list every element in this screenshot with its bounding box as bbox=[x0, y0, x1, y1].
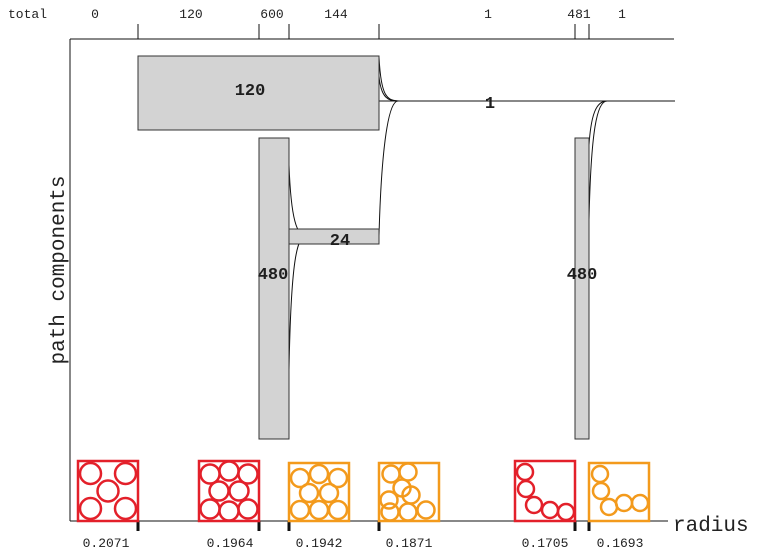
packing-frame bbox=[587, 461, 651, 523]
packing-circle bbox=[599, 497, 619, 517]
packing-circle bbox=[590, 464, 610, 484]
component-label: 120 bbox=[235, 82, 266, 101]
packing-circle bbox=[113, 461, 138, 486]
packing-circle bbox=[379, 490, 399, 510]
component-labels: 120 1 480 24 480 bbox=[235, 82, 598, 285]
y-axis-title: path components bbox=[48, 175, 71, 364]
packing-circle bbox=[515, 462, 535, 482]
packing-frame bbox=[513, 459, 577, 523]
x-tick-label: 0.1942 bbox=[296, 536, 343, 551]
x-tick-label: 0.1871 bbox=[386, 536, 433, 551]
connector-curve bbox=[378, 56, 401, 102]
packing-circle bbox=[524, 495, 544, 515]
packing-circle bbox=[289, 467, 311, 489]
connector-curve bbox=[588, 100, 608, 146]
packing-circle bbox=[298, 482, 320, 504]
packing-circle bbox=[591, 481, 611, 501]
connector-curve bbox=[288, 235, 307, 371]
packing-circle bbox=[96, 479, 120, 503]
packing-circle bbox=[416, 500, 436, 520]
connectors bbox=[288, 56, 675, 371]
packing-circle bbox=[218, 500, 240, 522]
packing-circle bbox=[630, 493, 650, 513]
packing-1 bbox=[197, 459, 261, 523]
x-tick-label: 0.1964 bbox=[207, 536, 254, 551]
packing-circle bbox=[614, 493, 634, 513]
packing-circle bbox=[516, 479, 536, 499]
component-bar bbox=[258, 137, 290, 440]
x-ticks bbox=[136, 521, 591, 531]
total-count: 600 bbox=[260, 7, 283, 22]
totals-row: total 0 120 600 144 1 481 1 bbox=[8, 7, 626, 22]
component-label: 1 bbox=[485, 95, 495, 114]
connector-curve bbox=[378, 75, 399, 102]
total-count: 1 bbox=[618, 7, 626, 22]
packing-circle bbox=[218, 460, 240, 482]
total-count: 144 bbox=[324, 7, 348, 22]
component-bar bbox=[137, 55, 380, 131]
connector-curve bbox=[378, 100, 399, 237]
component-label: 24 bbox=[330, 232, 350, 251]
packing-3 bbox=[377, 461, 441, 523]
packing-thumbnails bbox=[76, 459, 651, 523]
packing-circle bbox=[398, 462, 418, 482]
packing-5 bbox=[587, 461, 651, 523]
packing-circle bbox=[199, 498, 221, 520]
packing-circle bbox=[327, 467, 349, 489]
component-bars bbox=[137, 55, 590, 440]
packing-circle bbox=[113, 496, 138, 521]
connector-curve bbox=[288, 164, 307, 237]
frame bbox=[69, 24, 674, 522]
total-count: 1 bbox=[484, 7, 492, 22]
connector-curve bbox=[588, 100, 608, 221]
x-tick-label: 0.1693 bbox=[597, 536, 644, 551]
packing-circle bbox=[289, 499, 311, 521]
x-tick-label: 0.2071 bbox=[83, 536, 130, 551]
packing-circle bbox=[228, 480, 250, 502]
total-count: 120 bbox=[179, 7, 202, 22]
x-tick-label: 0.1705 bbox=[522, 536, 569, 551]
component-label: 480 bbox=[258, 266, 289, 285]
packing-circle bbox=[237, 463, 259, 485]
packing-circle bbox=[540, 500, 560, 520]
packing-circle bbox=[308, 499, 330, 521]
packing-2 bbox=[287, 461, 351, 523]
component-bar bbox=[574, 137, 590, 440]
packing-4 bbox=[513, 459, 577, 523]
component-bar bbox=[288, 228, 380, 245]
packing-circle bbox=[237, 498, 259, 520]
packing-circle bbox=[78, 461, 103, 486]
packing-circle bbox=[318, 482, 340, 504]
totals-label: total bbox=[8, 7, 47, 22]
packing-circle bbox=[398, 502, 418, 522]
x-axis-title: radius bbox=[673, 515, 749, 538]
packing-circle bbox=[556, 502, 576, 522]
total-count: 0 bbox=[91, 7, 99, 22]
x-tick-labels: 0.2071 0.1964 0.1942 0.1871 0.1705 0.169… bbox=[83, 536, 644, 551]
packing-circle bbox=[327, 499, 349, 521]
packing-frame bbox=[287, 461, 351, 523]
packing-frame bbox=[76, 459, 140, 523]
component-label: 480 bbox=[567, 266, 598, 285]
packing-circle bbox=[208, 480, 230, 502]
total-count: 481 bbox=[567, 7, 591, 22]
packing-circle bbox=[380, 502, 400, 522]
packing-circle bbox=[308, 463, 330, 485]
packing-0 bbox=[76, 459, 140, 523]
packing-circle bbox=[78, 496, 103, 521]
